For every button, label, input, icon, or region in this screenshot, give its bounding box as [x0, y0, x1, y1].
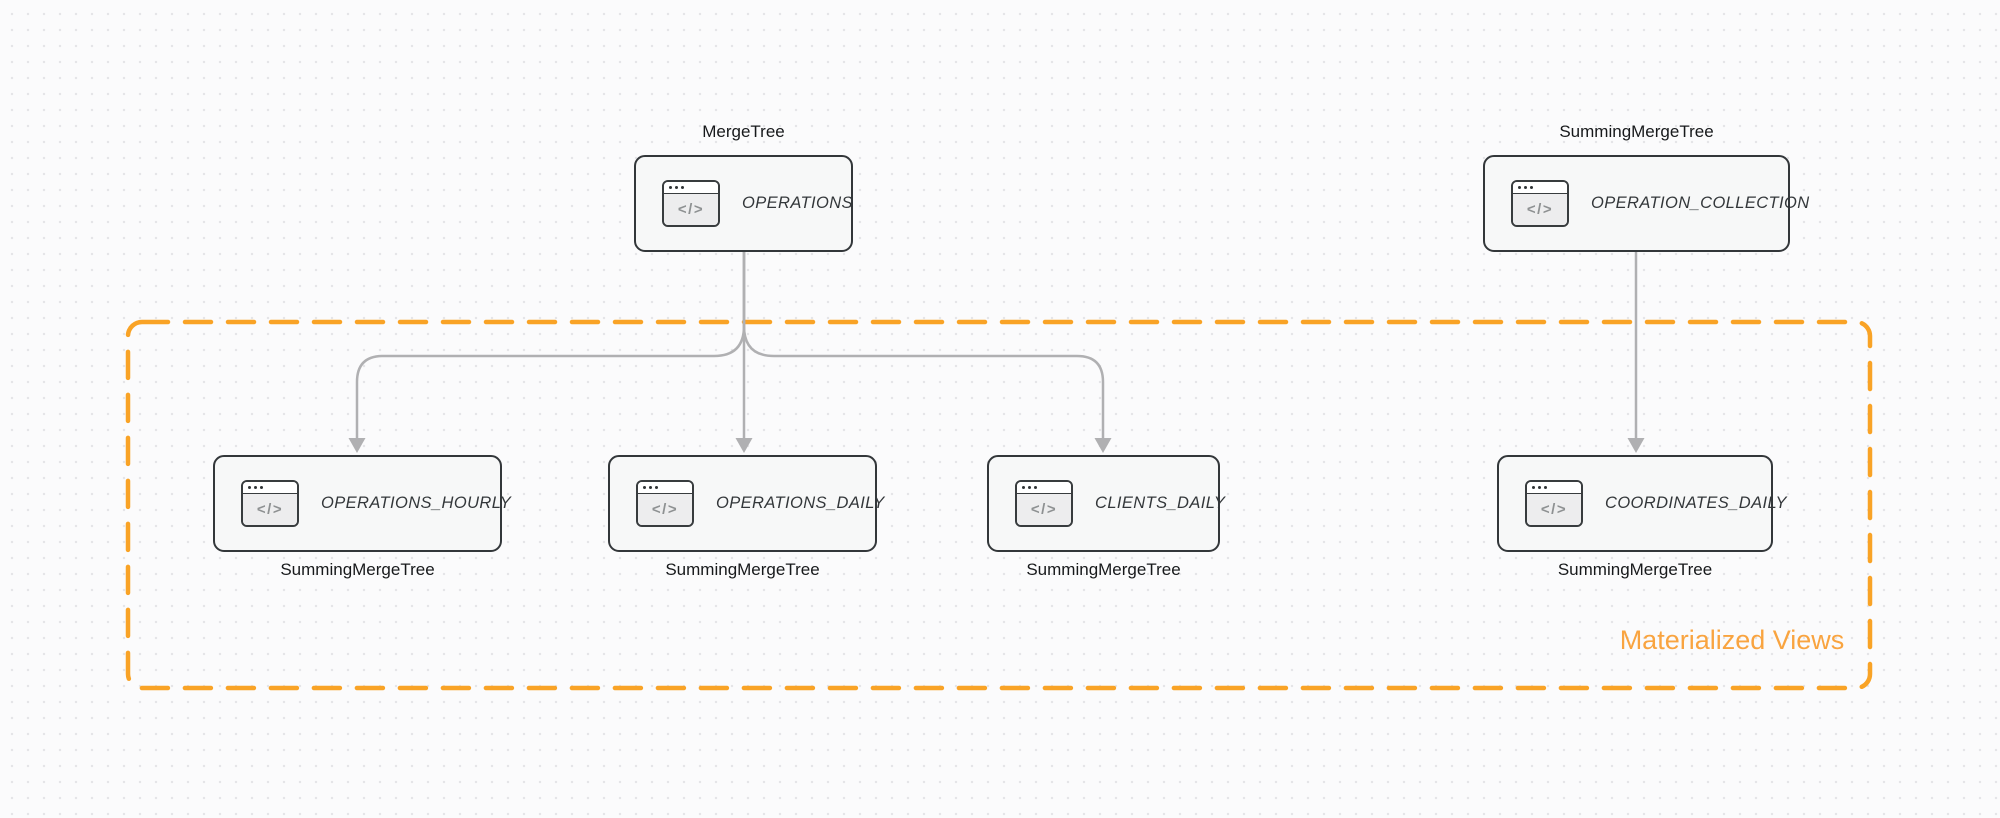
node-label: COORDINATES_DAILY — [1605, 494, 1787, 512]
window-dots — [1513, 182, 1567, 194]
node-label: OPERATIONS — [742, 194, 853, 212]
node-label: CLIENTS_DAILY — [1095, 494, 1226, 512]
engine-label-clients-daily: SummingMergeTree — [1026, 560, 1181, 579]
edge-operations-to-clients-daily — [742, 252, 1105, 440]
engine-label-operations-hourly: SummingMergeTree — [280, 560, 435, 579]
code-window-icon: </> — [662, 180, 720, 227]
code-glyph: </> — [1527, 494, 1581, 525]
code-glyph: </> — [638, 494, 692, 525]
code-glyph: </> — [1513, 194, 1567, 225]
window-dots — [243, 482, 297, 494]
code-glyph: </> — [664, 194, 718, 225]
edge-operations-to-operations-hourly — [355, 252, 746, 440]
window-dots — [1017, 482, 1071, 494]
node-label: OPERATIONS_HOURLY — [321, 494, 512, 512]
engine-label-operations-daily: SummingMergeTree — [665, 560, 820, 579]
engine-label-coordinates-daily: SummingMergeTree — [1557, 560, 1713, 579]
window-dots — [1527, 482, 1581, 494]
engine-label-operations: MergeTree — [702, 122, 785, 141]
node-label: OPERATIONS_DAILY — [716, 494, 885, 512]
code-window-icon: </> — [1015, 480, 1073, 527]
arrowhead-clients-daily — [1094, 438, 1112, 453]
node-operation-collection[interactable]: </> OPERATION_COLLECTION — [1483, 155, 1809, 252]
node-operations-hourly[interactable]: </> OPERATIONS_HOURLY — [213, 455, 511, 552]
node-coordinates-daily[interactable]: </> COORDINATES_DAILY — [1497, 455, 1787, 552]
code-glyph: </> — [1017, 494, 1071, 525]
arrowhead-operations-hourly — [348, 438, 366, 453]
code-glyph: </> — [243, 494, 297, 525]
engine-label-operation-collection: SummingMergeTree — [1559, 122, 1714, 141]
arrowhead-operations-daily — [735, 438, 753, 453]
group-label: Materialized Views — [1619, 625, 1845, 655]
arrowhead-coordinates-daily — [1627, 438, 1645, 453]
node-operations[interactable]: </> OPERATIONS — [634, 155, 853, 252]
code-window-icon: </> — [636, 480, 694, 527]
window-dots — [664, 182, 718, 194]
code-window-icon: </> — [1525, 480, 1583, 527]
node-clients-daily[interactable]: </> CLIENTS_DAILY — [987, 455, 1225, 552]
node-label: OPERATION_COLLECTION — [1591, 194, 1810, 212]
window-dots — [638, 482, 692, 494]
node-operations-daily[interactable]: </> OPERATIONS_DAILY — [608, 455, 884, 552]
code-window-icon: </> — [241, 480, 299, 527]
code-window-icon: </> — [1511, 180, 1569, 227]
